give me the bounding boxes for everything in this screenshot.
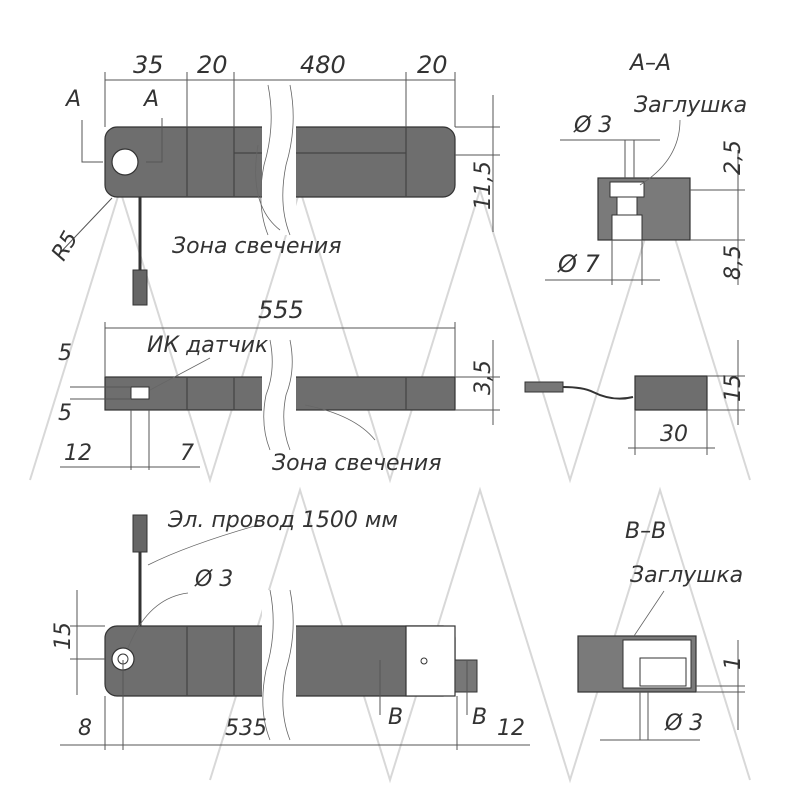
dim-8-5: 8,5	[721, 245, 746, 280]
dim-20-right: 20	[417, 51, 448, 79]
dim-480: 480	[300, 51, 346, 79]
section-mark-b-left: B	[388, 705, 403, 730]
dim-12-bottom: 12	[497, 716, 525, 741]
dim-5-bottom: 5	[58, 401, 72, 426]
dim-35: 35	[133, 51, 164, 79]
plug-label-aa: Заглушка	[634, 93, 747, 118]
bottom-view: Эл. провод 1500 мм Ø 3 15 8 535 12 B B	[51, 508, 530, 750]
glow-zone-side: Зона свечения	[272, 451, 441, 476]
section-bb-title: B–B	[625, 519, 666, 544]
dim-8: 8	[78, 716, 92, 741]
hole-circle	[111, 148, 139, 176]
ir-sensor-label: ИК датчик	[147, 333, 269, 358]
sensor-box	[634, 375, 708, 411]
section-aa: A–A Заглушка Ø 3 Ø 7 2,5 8,5	[545, 51, 747, 285]
section-mark-b-right: B	[472, 705, 487, 730]
plug-label-bb: Заглушка	[630, 563, 743, 588]
glow-zone-top: Зона свечения	[172, 234, 341, 259]
length-555: 555	[258, 296, 304, 324]
dim-12-side: 12	[64, 441, 92, 466]
section-mark-a-left: A	[64, 87, 81, 112]
wire-label: Эл. провод 1500 мм	[167, 508, 398, 533]
dim-1: 1	[721, 656, 746, 670]
hole-large-aa: Ø 7	[557, 250, 601, 278]
side-view: 555 ИК датчик 5 5 3,5 12 7 Зона свечения	[58, 296, 500, 476]
hole-bb: Ø 3	[664, 711, 703, 736]
height-15-bottom: 15	[51, 622, 76, 650]
radius-label: R5	[47, 227, 83, 265]
top-view: 35 20 480 20 A A R5 11,5 Зона свечения	[47, 51, 500, 306]
connector	[132, 269, 148, 306]
watermark	[29, 186, 751, 784]
height-11-5: 11,5	[471, 161, 496, 210]
section-mark-a-right: A	[142, 87, 159, 112]
hole-small-aa: Ø 3	[573, 113, 612, 138]
dim-7-side: 7	[180, 441, 194, 466]
height-15-end: 15	[721, 374, 746, 402]
hole-label-bottom: Ø 3	[194, 567, 233, 592]
section-aa-title: A–A	[628, 51, 671, 76]
ir-sensor-window	[130, 386, 150, 400]
section-bb: B–B Заглушка 1 Ø 3	[577, 519, 746, 741]
end-view: 30 15	[524, 340, 746, 455]
width-30: 30	[660, 422, 688, 447]
dim-20-left: 20	[197, 51, 228, 79]
dim-5-top: 5	[58, 341, 72, 366]
dim-535: 535	[225, 716, 267, 741]
dim-2-5: 2,5	[721, 140, 746, 175]
height-3-5: 3,5	[471, 360, 496, 395]
